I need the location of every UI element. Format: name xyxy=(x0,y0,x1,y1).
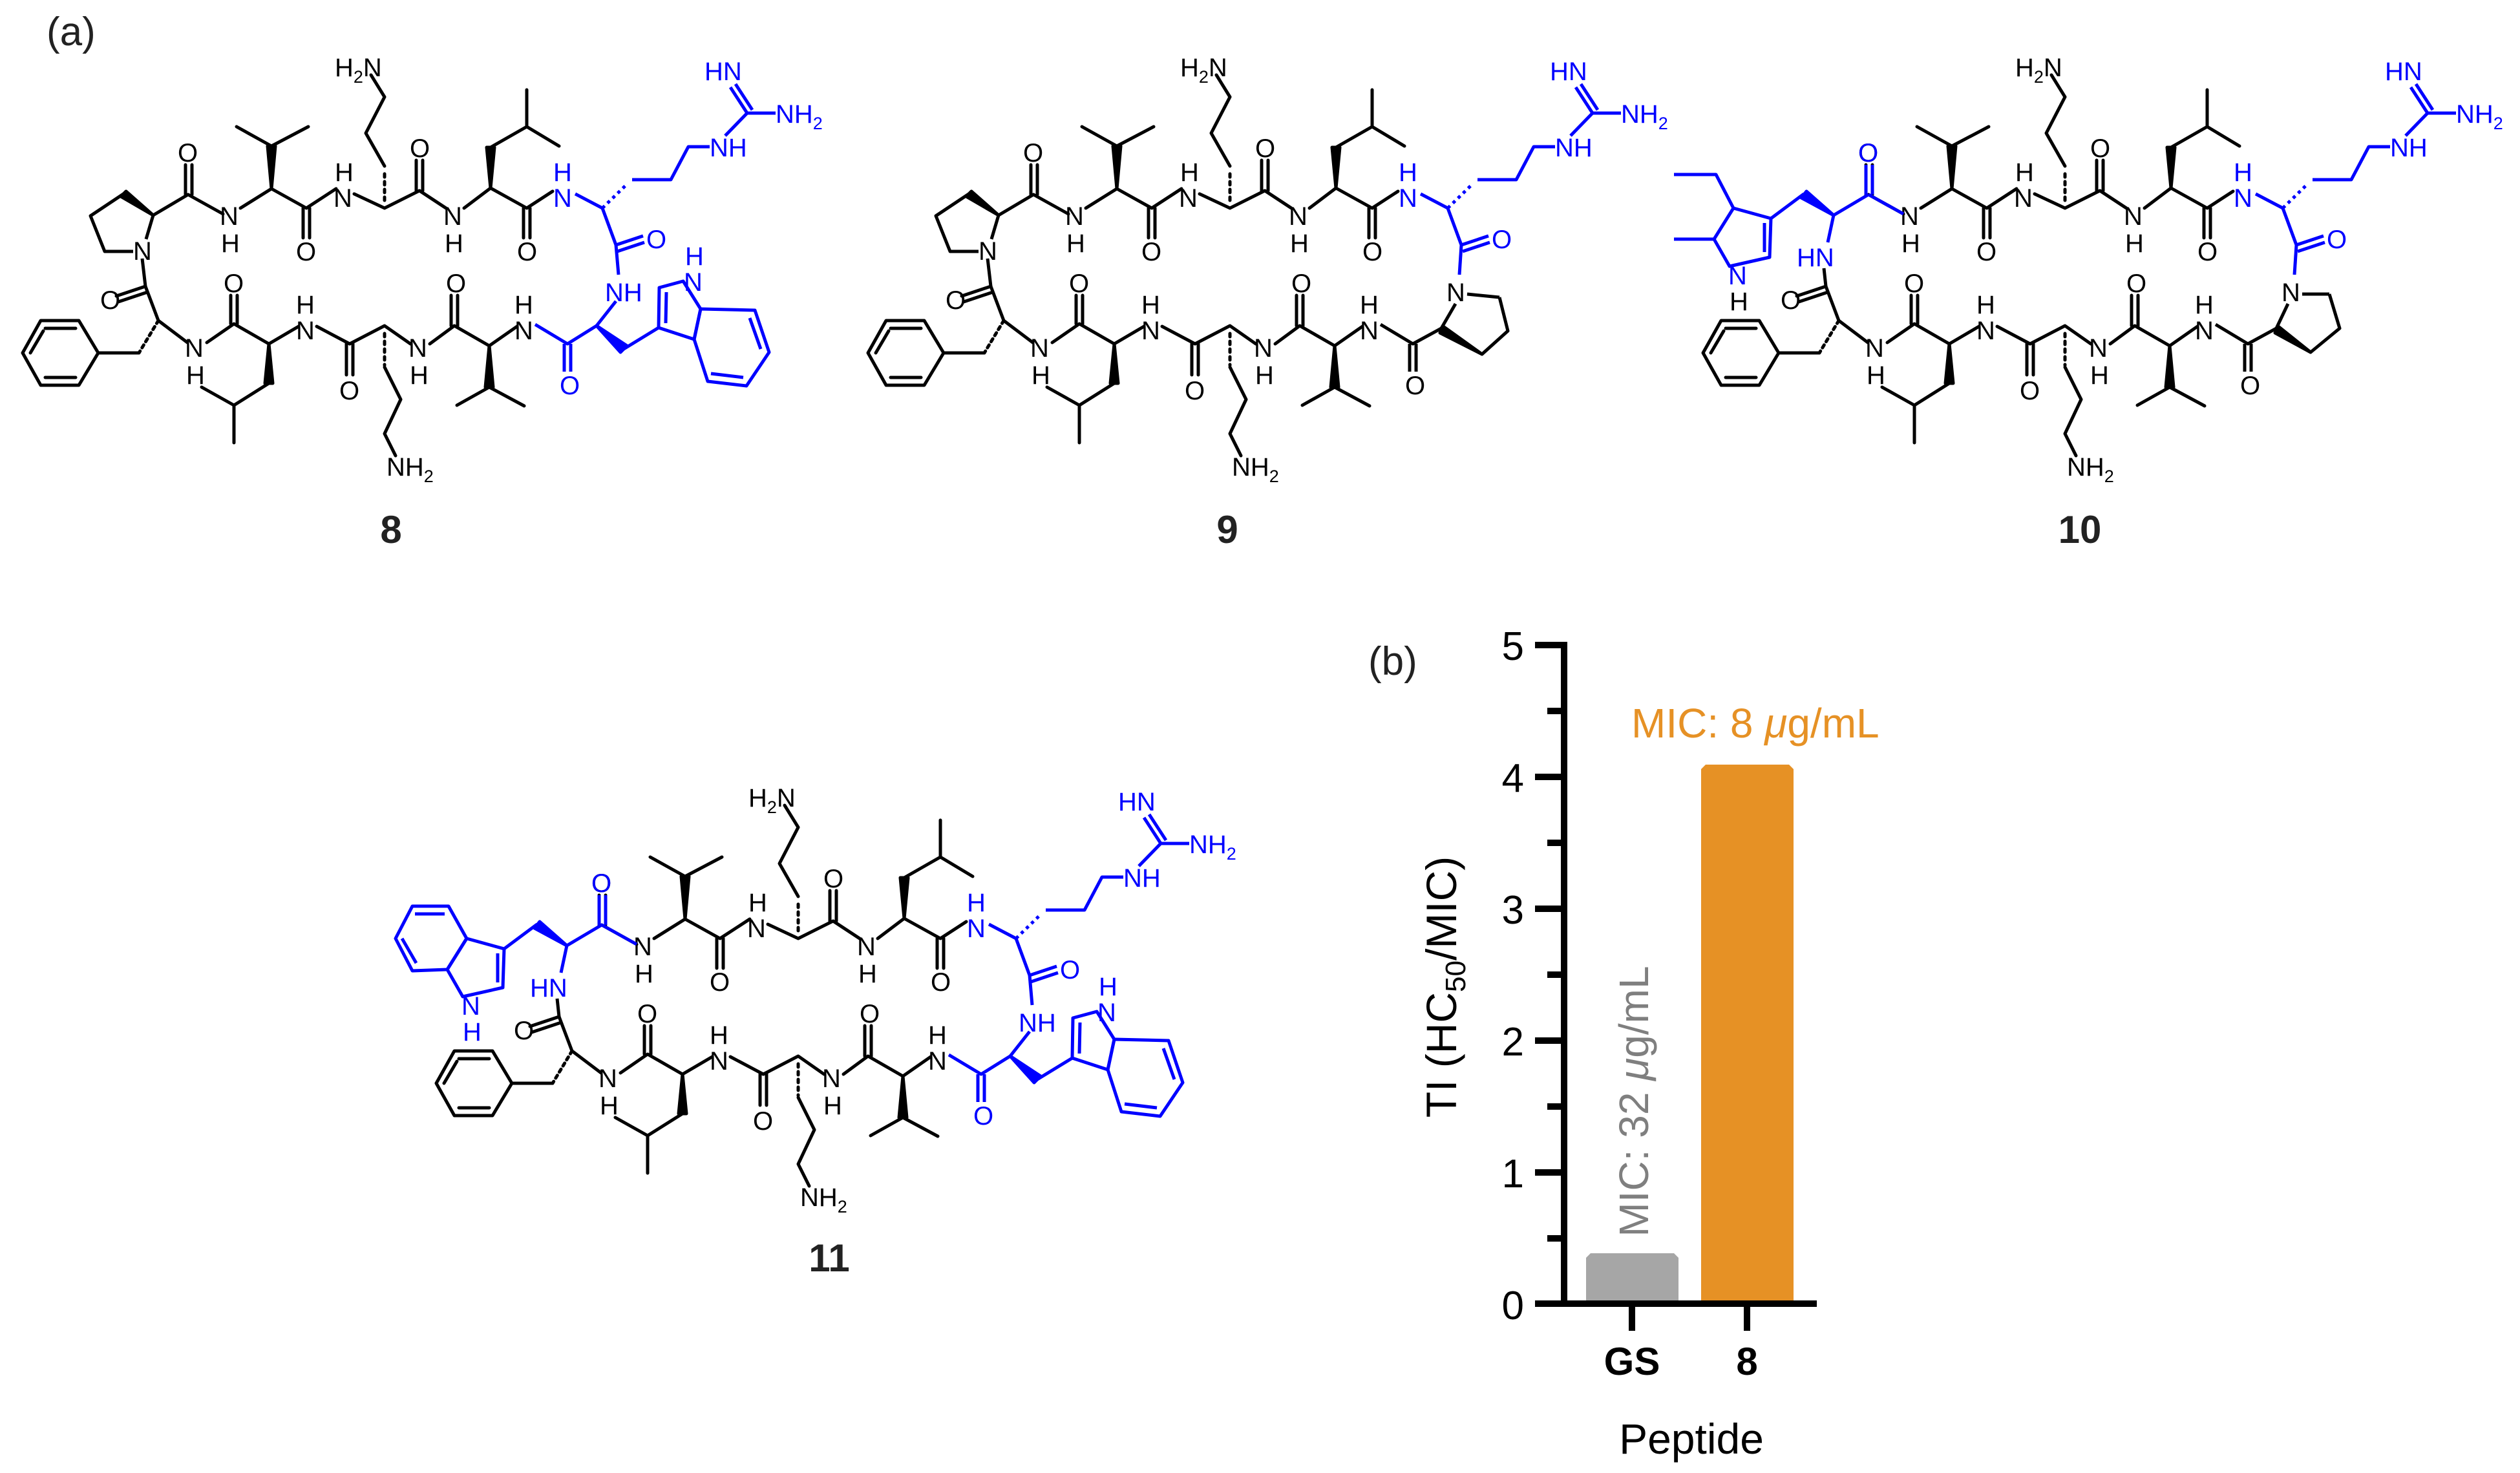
svg-text:N: N xyxy=(514,317,533,345)
y-tick-label-0: 0 xyxy=(1501,1284,1524,1328)
x-tick-label-8: 8 xyxy=(1736,1340,1758,1383)
annotation-mic-8-post: g/mL xyxy=(1787,700,1879,747)
svg-text:N: N xyxy=(1446,279,1465,307)
bar-8 xyxy=(1701,765,1794,1300)
svg-text:O: O xyxy=(560,372,580,400)
y-tick-label-3: 3 xyxy=(1501,888,1524,933)
y-tick-label-5: 5 xyxy=(1501,624,1524,669)
bar-gs xyxy=(1586,1253,1678,1300)
annotation-mic-gs-post: g/mL xyxy=(1611,966,1657,1058)
y-axis-title-post: /MIC) xyxy=(1417,856,1465,961)
svg-text:O: O xyxy=(591,869,611,898)
annotation-mic-gs-mu: μ xyxy=(1611,1057,1657,1081)
svg-text:H: H xyxy=(1360,291,1379,319)
y-minor-ticks xyxy=(1547,708,1564,1242)
svg-text:NH: NH xyxy=(1019,1009,1056,1037)
y-tick-label-2: 2 xyxy=(1501,1020,1524,1065)
x-ticks xyxy=(1629,1304,1750,1331)
structure-10: O HN N H N O HN xyxy=(1674,54,2503,486)
svg-text:NH: NH xyxy=(605,279,642,307)
x-axis-title: Peptide xyxy=(1619,1415,1764,1463)
svg-text:N: N xyxy=(461,992,480,1021)
y-tick-label-1: 1 xyxy=(1501,1152,1524,1196)
svg-text:H: H xyxy=(514,291,533,319)
svg-text:N: N xyxy=(1360,317,1379,345)
svg-text:N: N xyxy=(1097,999,1116,1027)
svg-text:N: N xyxy=(928,1047,947,1076)
annotation-mic-8-pre: MIC: 8 xyxy=(1631,700,1765,747)
structure-8: NH HN O HN xyxy=(0,54,823,486)
structure-11: O HN N H NH HN O HN xyxy=(394,784,1236,1216)
annotation-mic-8-mu: μ xyxy=(1764,700,1788,747)
panel-label-a: (a) xyxy=(47,10,96,54)
svg-text:N: N xyxy=(684,268,703,297)
compound-label-8: 8 xyxy=(380,508,402,551)
y-axis-title: TI (HC50/MIC) xyxy=(1417,856,1472,1118)
annotation-mic-8: MIC: 8 μg/mL xyxy=(1631,699,1879,747)
svg-text:HN: HN xyxy=(530,974,567,1002)
svg-text:O: O xyxy=(1405,372,1425,400)
svg-text:H: H xyxy=(2195,291,2214,319)
annotation-mic-gs: MIC: 32 μg/mL xyxy=(1610,966,1658,1236)
y-axis-title-sub: 50 xyxy=(1440,960,1472,992)
svg-text:N: N xyxy=(1728,262,1747,290)
y-axis-title-pre: TI (HC xyxy=(1417,991,1465,1118)
svg-text:H: H xyxy=(685,242,704,271)
svg-text:O: O xyxy=(1858,139,1878,167)
svg-text:N: N xyxy=(2195,317,2214,345)
compound-label-9: 9 xyxy=(1216,508,1238,551)
svg-text:HN: HN xyxy=(1797,244,1834,272)
structure-9: N O HN xyxy=(840,54,1668,486)
compound-label-11: 11 xyxy=(809,1236,850,1280)
compound-label-10: 10 xyxy=(2058,508,2102,551)
y-major-ticks xyxy=(1535,642,1564,1176)
x-tick-label-gs: GS xyxy=(1604,1340,1660,1383)
svg-text:H: H xyxy=(928,1021,947,1050)
annotation-mic-gs-pre: MIC: 32 xyxy=(1611,1080,1657,1237)
svg-text:H: H xyxy=(463,1018,482,1046)
svg-text:O: O xyxy=(973,1102,993,1130)
svg-text:H: H xyxy=(1730,288,1748,316)
svg-text:H: H xyxy=(1099,973,1117,1001)
svg-text:O: O xyxy=(2240,372,2260,400)
y-tick-label-4: 4 xyxy=(1501,756,1524,801)
svg-text:N: N xyxy=(2282,279,2300,307)
panel-label-b: (b) xyxy=(1368,639,1417,684)
